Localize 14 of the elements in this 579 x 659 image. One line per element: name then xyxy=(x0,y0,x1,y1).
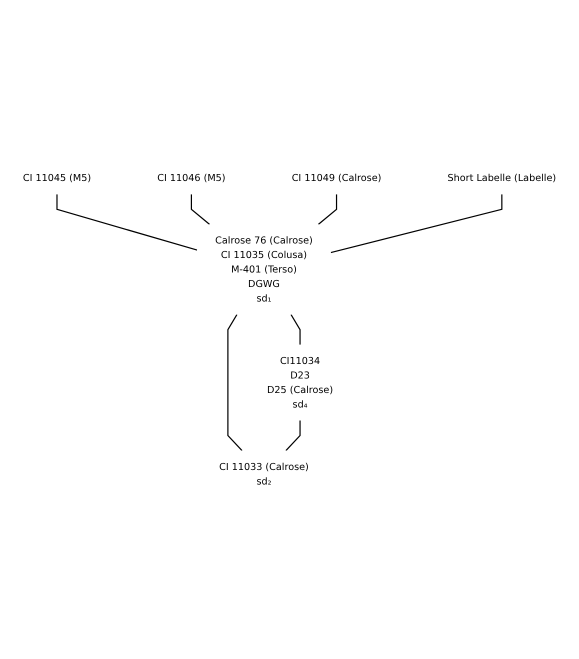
connector xyxy=(56,194,198,250)
node-text: Short Labelle (Labelle) xyxy=(448,172,556,184)
node-text: CI11034 D23 D25 (Calrose) sd₄ xyxy=(266,354,334,410)
connector xyxy=(286,420,301,451)
connector xyxy=(190,194,210,225)
node-text: CI 11046 (M5) xyxy=(157,172,226,184)
node-text: CI 11049 (Calrose) xyxy=(292,172,382,184)
connector xyxy=(318,194,338,225)
connector xyxy=(330,194,502,254)
node-text: CI 11033 (Calrose) sd₂ xyxy=(219,460,309,487)
node-text: CI 11045 (M5) xyxy=(22,172,92,184)
node-text: Calrose 76 (Calrose) CI 11035 (Colusa) M-401 (Terso) DGWG sd₁ xyxy=(215,234,313,304)
connector xyxy=(227,314,242,451)
connector xyxy=(290,314,301,345)
